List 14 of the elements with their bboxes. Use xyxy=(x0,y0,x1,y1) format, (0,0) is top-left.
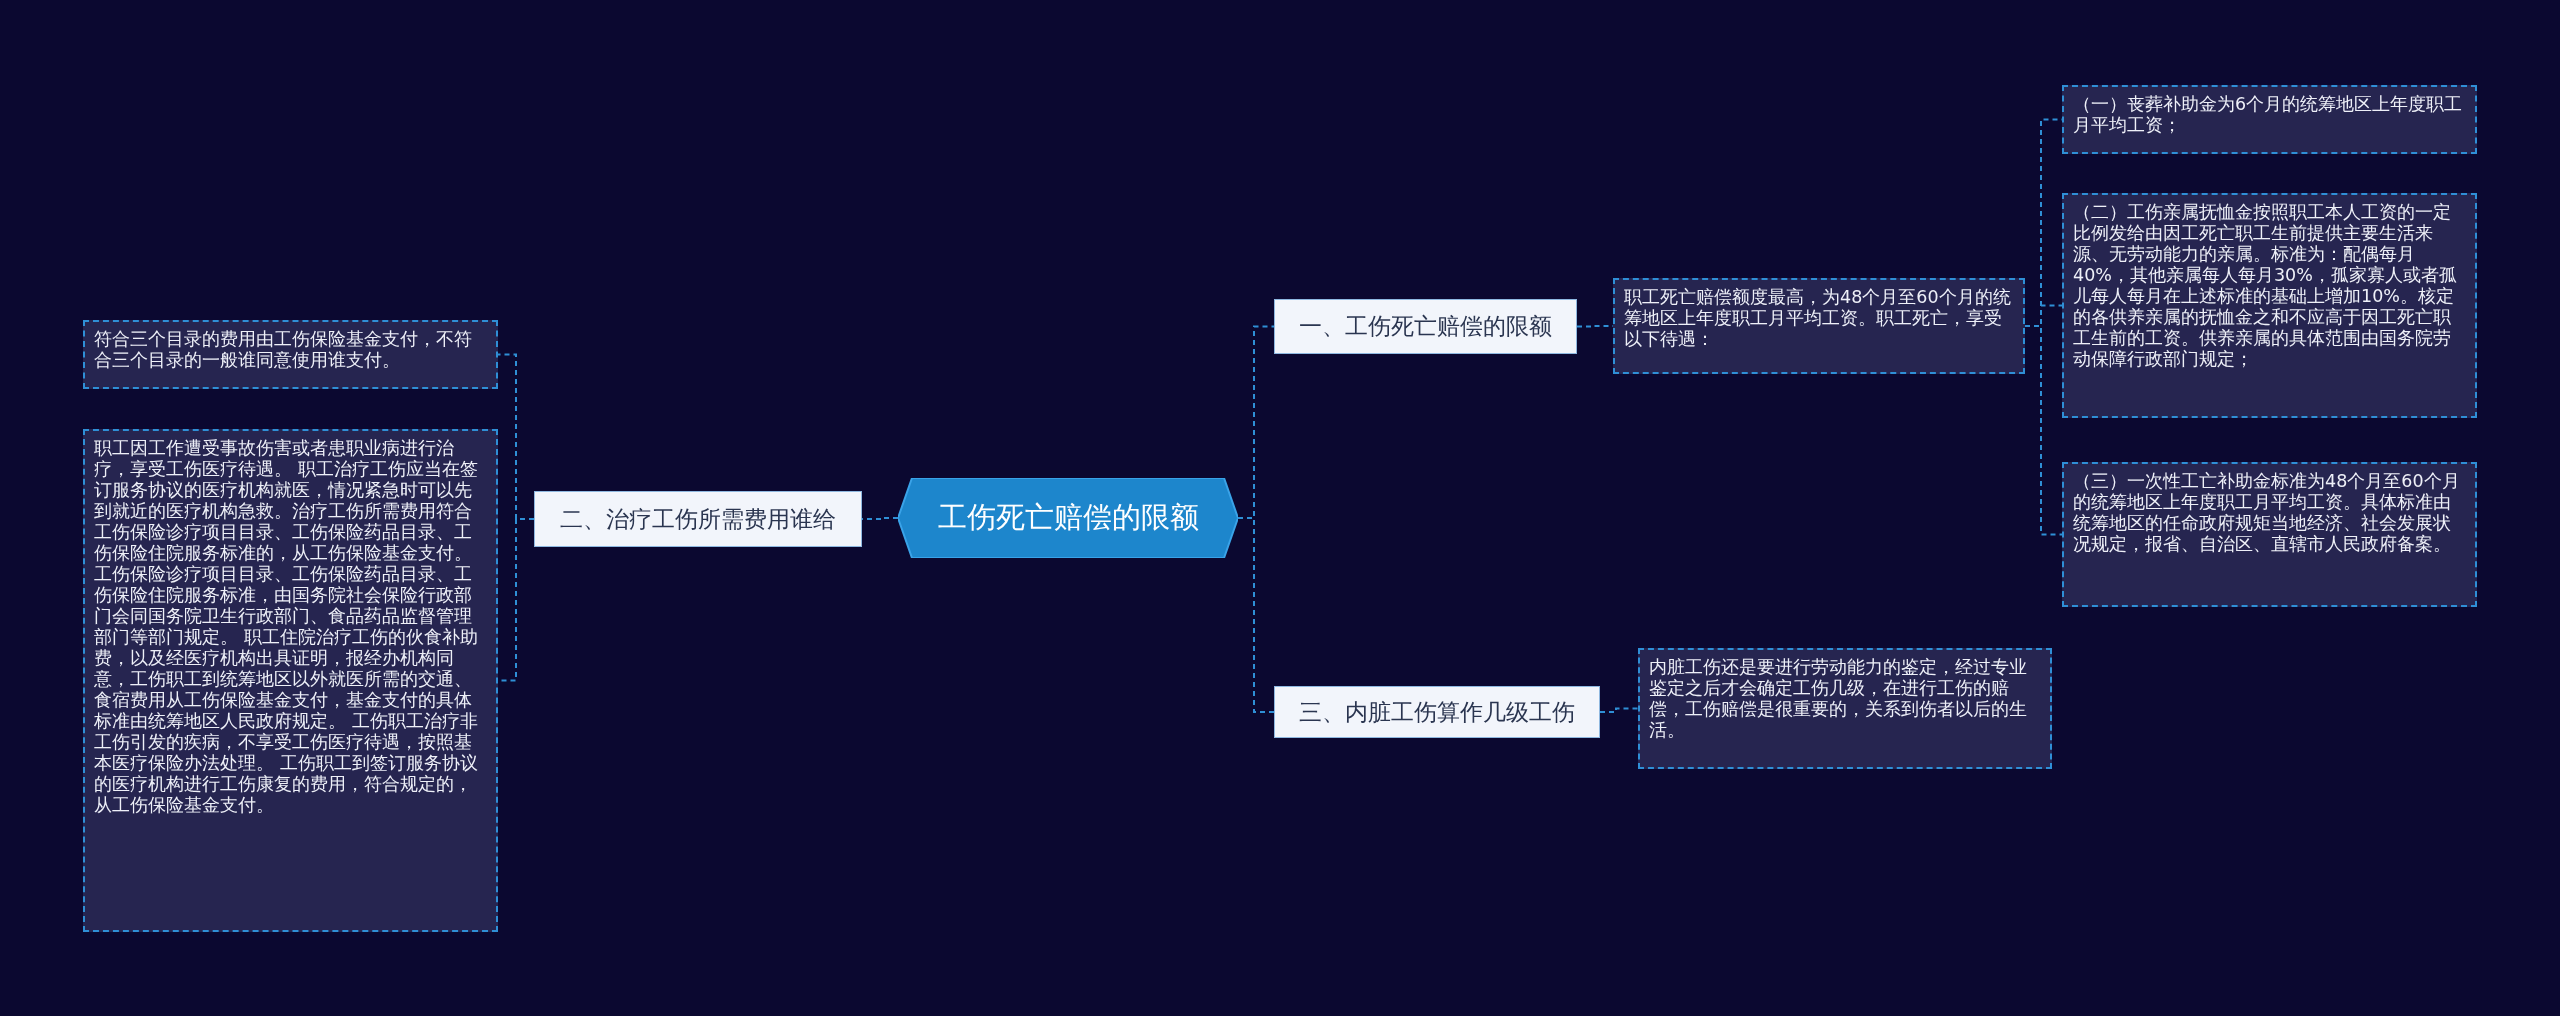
connector-line xyxy=(1237,517,1275,713)
text-box: （二）工伤亲属抚恤金按照职工本人工资的一定比例发给由因工死亡职工生前提供主要生活来源、无劳动能力的亲属。标准为：配偶每月40%，其他亲属每人每月30%，孤家寡人或者孤儿每人每月在上述标准的基础上增加10%。核定的各供养亲属的抚恤金之和不应高于因工死亡职工生前的工资。供养亲属的具体范围由国务院劳动保障行政部门规定； xyxy=(2062,193,2477,418)
text-box: （一）丧葬补助金为6个月的统筹地区上年度职工月平均工资； xyxy=(2062,85,2477,154)
central-topic: 工伤死亡赔偿的限额 xyxy=(898,478,1238,558)
topic-box: 三、内脏工伤算作几级工伤 xyxy=(1274,686,1600,738)
text-box: 职工死亡赔偿额度最高，为48个月至60个月的统筹地区上年度职工月平均工资。职工死亡，享受以下待遇： xyxy=(1613,278,2025,374)
text-box: 符合三个目录的费用由工伤保险基金支付，不符合三个目录的一般谁同意使用谁支付。 xyxy=(83,320,498,389)
text-box: 职工因工作遭受事故伤害或者患职业病进行治疗，享受工伤医疗待遇。 职工治疗工伤应当在签订服务协议的医疗机构就医，情况紧急时可以先到就近的医疗机构急救。治疗工伤所需费用符合工伤保险诊疗项目目录、工伤保险药品目录、工伤保险住院服务标准的，从工伤保险基金支付。工伤保险诊疗项目目录、工伤保险药品目录、工伤保险住院服务标准，由国务院社会保险行政部门会同国务院卫生行政部门、食品药品监督管理部门等部门规定。 职工住院治疗工伤的伙食补助费，以及经医疗机构出具证明，报经办机构同意，工伤职工到统筹地区以外就医所需的交通、食宿费用从工伤保险基金支付，基金支付的具体标准由统筹地区人民政府规定。 工伤职工治疗非工伤引发的疾病，不享受工伤医疗待遇，按照基本医疗保险办法处理。 工伤职工到签订服务协议的医疗机构进行工伤康复的费用，符合规定的，从工伤保险基金支付。 xyxy=(83,429,498,932)
topic-box: 一、工伤死亡赔偿的限额 xyxy=(1274,299,1577,354)
text-box: 内脏工伤还是要进行劳动能力的鉴定，经过专业鉴定之后才会确定工伤几级，在进行工伤的赔偿，工伤赔偿是很重要的，关系到伤者以后的生活。 xyxy=(1638,648,2052,769)
topic-box: 二、治疗工伤所需费用谁给 xyxy=(534,491,862,547)
connector-line xyxy=(2024,325,2063,536)
connector-line xyxy=(1599,707,1639,713)
text-box: （三）一次性工亡补助金标准为48个月至60个月的统筹地区上年度职工月平均工资。具体标准由统筹地区的任命政府规矩当地经济、社会发展状况规定，报省、自治区、直辖市人民政府备案。 xyxy=(2062,462,2477,607)
